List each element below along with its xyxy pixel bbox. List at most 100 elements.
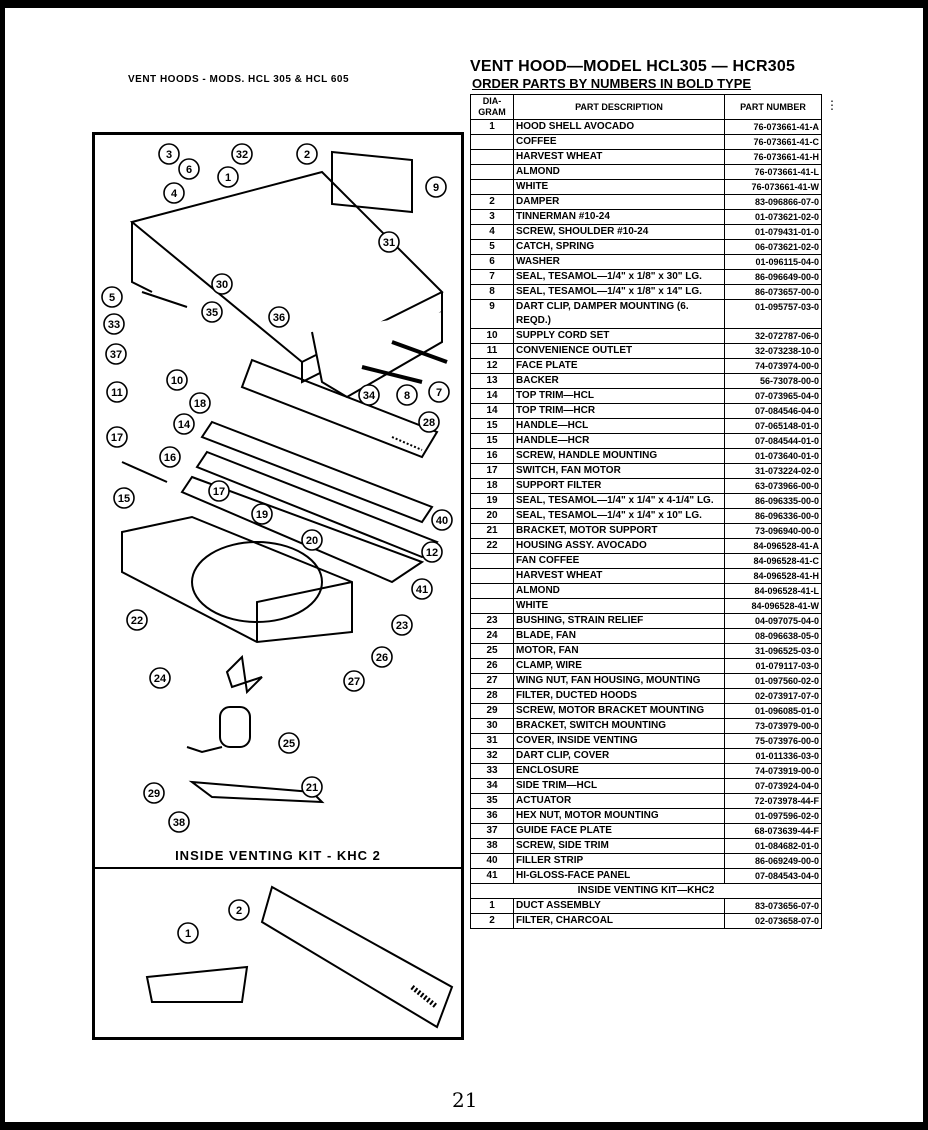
part-number-cell: 01-097596-02-0	[724, 808, 822, 824]
svg-text:1: 1	[185, 928, 191, 940]
callout-32: 32	[231, 143, 253, 165]
description-cell: BACKER	[513, 373, 725, 389]
callout-5: 5	[101, 286, 123, 308]
callout-26: 26	[371, 646, 393, 668]
part-number-cell: 63-073966-00-0	[724, 478, 822, 494]
kit-title-cell: INSIDE VENTING KIT—KHC2	[470, 883, 822, 899]
description-cell: SUPPORT FILTER	[513, 478, 725, 494]
description-cell: CATCH, SPRING	[513, 239, 725, 255]
part-number-cell: 84-096528-41-W	[724, 598, 822, 614]
callout-36: 36	[268, 306, 290, 328]
description-cell: FACE PLATE	[513, 358, 725, 374]
part-number-cell: 01-096115-04-0	[724, 254, 822, 270]
svg-text:6: 6	[186, 164, 192, 176]
description-cell: SEAL, TESAMOL—1/4" x 1/8" x 14" LG.	[513, 284, 725, 300]
svg-text:33: 33	[108, 319, 120, 331]
part-number-cell: 01-073621-02-0	[724, 209, 822, 225]
callout-34: 34	[358, 384, 380, 406]
description-cell: SWITCH, FAN MOTOR	[513, 463, 725, 479]
callout-28: 28	[418, 411, 440, 433]
part-number-cell: 76-073661-41-C	[724, 134, 822, 150]
svg-text:18: 18	[194, 398, 206, 410]
diagram-number-cell: 1	[470, 898, 514, 914]
part-number-cell: 07-073965-04-0	[724, 388, 822, 404]
svg-text:14: 14	[178, 419, 191, 431]
page-border-right	[923, 0, 928, 1130]
parts-list-title: VENT HOOD—MODEL HCL305 — HCR305	[470, 58, 796, 75]
diagram-number-cell: 38	[470, 838, 514, 854]
svg-text:17: 17	[111, 432, 123, 444]
diagram-number-cell: 34	[470, 778, 514, 794]
diagram-number-cell: 15	[470, 418, 514, 434]
part-number-cell: 84-096528-41-A	[724, 538, 822, 554]
callout-17: 17	[106, 426, 128, 448]
part-number-cell: 73-096940-00-0	[724, 523, 822, 539]
diagram-number-cell: 9	[470, 299, 514, 329]
callout-20: 20	[301, 529, 323, 551]
svg-text:10: 10	[171, 375, 183, 387]
diagram-number-cell: 27	[470, 673, 514, 689]
page-border-bottom	[0, 1122, 928, 1130]
part-number-cell: 84-096528-41-L	[724, 583, 822, 599]
callout-21: 21	[301, 776, 323, 798]
description-cell: ACTUATOR	[513, 793, 725, 809]
diagram-number-cell: 19	[470, 493, 514, 509]
svg-text:20: 20	[306, 535, 318, 547]
part-number-cell: 01-011336-03-0	[724, 748, 822, 764]
svg-text:12: 12	[426, 547, 438, 559]
kit-callout-2: 2	[228, 899, 250, 921]
diagram-number-cell: 12	[470, 358, 514, 374]
diagram-number-cell	[470, 149, 514, 165]
part-number-cell: 74-073919-00-0	[724, 763, 822, 779]
part-number-cell: 76-073661-41-L	[724, 164, 822, 180]
parts-list-subtitle: ORDER PARTS BY NUMBERS IN BOLD TYPE	[472, 76, 752, 91]
description-cell: HARVEST WHEAT	[513, 568, 725, 584]
callout-23: 23	[391, 614, 413, 636]
callout-14: 14	[173, 413, 195, 435]
svg-text:9: 9	[433, 182, 439, 194]
callout-22: 22	[126, 609, 148, 631]
diagram-number-cell	[470, 179, 514, 195]
callout-35: 35	[201, 301, 223, 323]
part-number-cell: 86-096336-00-0	[724, 508, 822, 524]
callout-38: 38	[168, 811, 190, 833]
description-cell: GUIDE FACE PLATE	[513, 823, 725, 839]
svg-text:11: 11	[111, 387, 123, 399]
part-number-cell: 86-096335-00-0	[724, 493, 822, 509]
page-border-top	[0, 0, 928, 8]
description-cell: SEAL, TESAMOL—1/4" x 1/4" x 4-1/4" LG.	[513, 493, 725, 509]
callout-18: 18	[189, 392, 211, 414]
description-cell: TOP TRIM—HCR	[513, 403, 725, 419]
svg-text:19: 19	[256, 509, 268, 521]
diagram-number-cell: 13	[470, 373, 514, 389]
diagram-number-cell: 10	[470, 328, 514, 344]
description-cell: SEAL, TESAMOL—1/4" x 1/8" x 30" LG.	[513, 269, 725, 285]
part-number-cell: 07-065148-01-0	[724, 418, 822, 434]
description-cell: MOTOR, FAN	[513, 643, 725, 659]
description-cell: CONVENIENCE OUTLET	[513, 343, 725, 359]
diagram-number-cell: 40	[470, 853, 514, 869]
description-cell: FILLER STRIP	[513, 853, 725, 869]
diagram-number-cell: 24	[470, 628, 514, 644]
